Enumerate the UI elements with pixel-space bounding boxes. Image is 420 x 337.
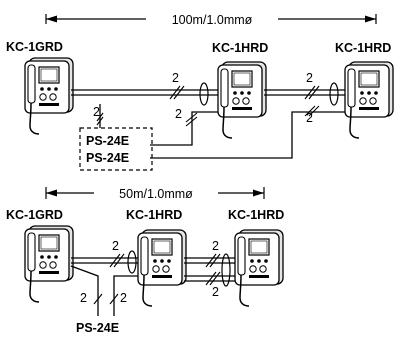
top-wire-count-d: 2 — [175, 107, 182, 121]
bottom-cable-2-3 — [184, 253, 235, 287]
bottom-unit2-label: KC-1HRD — [126, 208, 182, 222]
top-psu-a-label: PS-24E — [86, 134, 129, 148]
top-psu-b-label: PS-24E — [86, 151, 129, 165]
bottom-wire-count-b: 2 — [212, 239, 219, 253]
bottom-wire-count-d: 2 — [120, 291, 127, 305]
top-unit2-label: KC-1HRD — [212, 41, 268, 55]
top-unit2-monitor — [217, 61, 267, 139]
bottom-unit2-monitor — [137, 229, 187, 307]
bottom-wire-count-e: 2 — [212, 285, 219, 299]
top-wire-count-e: 2 — [306, 111, 313, 125]
top-unit3-monitor — [344, 61, 394, 139]
top-unit3-label: KC-1HRD — [335, 41, 391, 55]
top-wire-count-c: 2 — [93, 105, 100, 119]
top-wire-count-b: 2 — [306, 71, 313, 85]
top-unit1-label: KC-1GRD — [6, 40, 63, 54]
bottom-unit3-label: KC-1HRD — [228, 208, 284, 222]
bottom-wire-count-a: 2 — [112, 239, 119, 253]
bottom-distance-arrow — [45, 187, 265, 199]
top-wire-count-a: 2 — [172, 71, 179, 85]
bottom-unit3-monitor — [234, 229, 284, 307]
top-distance-arrow — [45, 14, 377, 24]
bottom-unit1-monitor — [24, 225, 74, 303]
top-diagram: 100m/1.0mmø KC-1GRD KC-1HRD KC-1HRD 2 2 — [6, 13, 394, 171]
bottom-unit1-label: KC-1GRD — [6, 208, 63, 222]
bottom-diagram: 50m/1.0mmø KC-1GRD KC-1HRD KC-1HRD 2 — [6, 187, 284, 335]
top-distance-label: 100m/1.0mmø — [172, 13, 253, 27]
top-cable-2-3 — [264, 82, 345, 106]
bottom-psu-label: PS-24E — [76, 321, 119, 335]
bottom-psu-wiring — [70, 265, 138, 316]
bottom-wire-count-c: 2 — [80, 291, 87, 305]
top-unit1-monitor — [24, 57, 74, 135]
bottom-cable-1-2 — [71, 250, 138, 274]
top-cable-1-2 — [71, 82, 218, 106]
top-psu-wiring — [96, 104, 345, 159]
top-psu-box — [79, 127, 153, 171]
bottom-distance-label: 50m/1.0mmø — [119, 187, 193, 201]
